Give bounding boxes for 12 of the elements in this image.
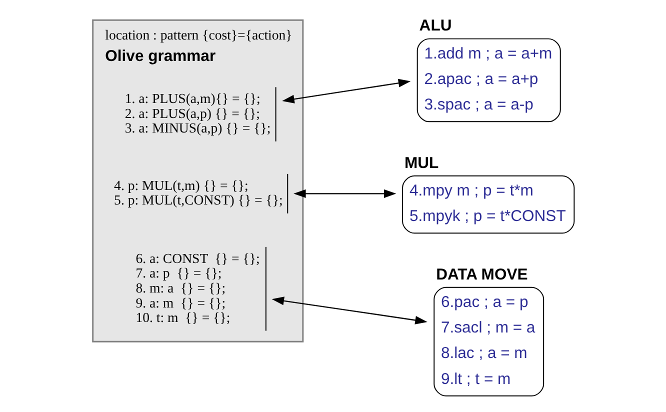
arrow [271, 296, 427, 324]
node-box: 6.pac ; a = p 7.sacl ; m = a 8.lac ; a = m 9.lt ; t = m [433, 286, 544, 396]
node-label: MUL [404, 154, 438, 172]
node-label: ALU [418, 18, 452, 35]
arrow [282, 78, 410, 104]
node-label: DATA MOVE [436, 266, 528, 284]
node-box: 1.add m ; a = a+m 2.apac ; a = a+p 3.spac ; a = a-p [416, 38, 560, 122]
node-text: 6. a: CONST {} = {}; 7. a: p {} = {}; 8. m: a {} = {}; 9. a: m {} = {}; 10. t: m {} = {}; [135, 250, 260, 326]
node-text: 1. a: PLUS(a,m){} = {}; 2. a: PLUS(a,p) {} = {}; 3. a: MINUS(a,p) {} = {}; [124, 91, 270, 136]
node-box: 4.mpy m ; p = t*m 5.mpyk ; p = t*CONST [402, 175, 574, 234]
arrow [293, 189, 396, 198]
node-text: 4. p: MUL(t,m) {} = {}; 5. p: MUL(t,CONST) {} = {}; [114, 178, 282, 208]
